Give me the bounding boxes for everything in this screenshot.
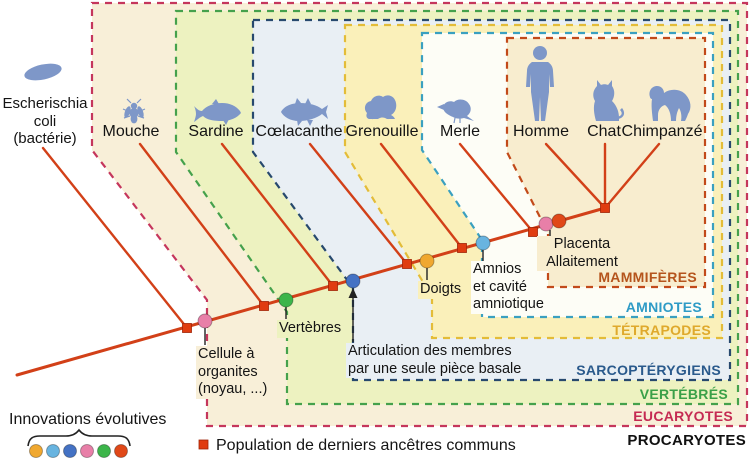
clade-label-vertebres: VERTÉBRÉS (639, 386, 728, 402)
clade-label-eucaryotes: EUCARYOTES (633, 408, 733, 424)
annotation-articulation: Articulation des membres par une seule p… (346, 343, 524, 379)
annotation-placenta-allaitement: Placenta Allaitement (537, 236, 627, 272)
ape-icon (649, 86, 691, 121)
organism-label-chimpanze: Chimpanzé (621, 123, 703, 140)
innovation-dot-cellule (197, 313, 213, 329)
pointer-lines (204, 230, 551, 345)
legend-dot (80, 444, 94, 458)
organism-label-homme: Homme (512, 123, 569, 140)
clade-label-tetrapodes: TÉTRAPODES (612, 322, 711, 338)
ancestor-squares (182, 203, 610, 333)
ancestor-square (528, 227, 538, 237)
organism-label-merle: Merle (439, 123, 480, 140)
tree-lines (15, 142, 661, 377)
legend-dot (97, 444, 111, 458)
legend-dot (114, 444, 128, 458)
organism-label-ecoli: Escherischia coli (bactérie) (2, 95, 88, 148)
organism-label-sardine: Sardine (188, 123, 244, 140)
branch-ecoli (41, 146, 189, 330)
legend-innovations-label: Innovations évolutives (9, 411, 167, 428)
fish-icon (194, 99, 241, 125)
fly-icon (122, 98, 146, 124)
legend-graphics (27, 428, 209, 458)
annotation-amnios: Amnios et cavité amniotique (471, 261, 546, 315)
ancestor-square (600, 203, 610, 213)
ancestor-square (328, 281, 338, 291)
population-legend-square (198, 439, 209, 450)
branch-sardine (220, 142, 335, 288)
branch-mouche (138, 142, 266, 308)
innovation-dot-amnios (475, 235, 491, 251)
cat-icon (593, 80, 625, 121)
main-lineage-line (15, 206, 607, 377)
branch-coelacanthe (308, 142, 409, 266)
innovation-dot-vertebres (278, 292, 294, 308)
annotation-doigts: Doigts (418, 281, 464, 299)
legend-dot (63, 444, 77, 458)
legend-dot (29, 444, 43, 458)
clade-label-mammiferes: MAMMIFÈRES (598, 269, 697, 285)
annotation-vertebres: Vertèbres (277, 320, 344, 338)
ancestor-square (402, 259, 412, 269)
bird-icon (437, 99, 474, 124)
organism-label-chat: Chat (587, 123, 621, 140)
organism-icons (24, 46, 691, 126)
organism-label-grenouille: Grenouille (345, 123, 419, 140)
legend-population-label: Population de derniers ancêtres communs (216, 437, 516, 454)
ancestor-square (457, 243, 467, 253)
clade-label-sarcopterygiens: SARCOPTÉRYGIENS (576, 362, 721, 378)
branch-merle (458, 142, 535, 234)
bacterium-icon (24, 63, 62, 81)
legend-dot (46, 444, 60, 458)
annotation-cellule-organites: Cellule à organites (noyau, ...) (196, 346, 270, 400)
organism-label-coelacanthe: Cœlacanthe (255, 123, 343, 140)
innovation-dots (197, 213, 567, 329)
ancestor-square (182, 323, 192, 333)
branch-homme (544, 142, 607, 210)
legend-brace (27, 428, 131, 447)
clade-label-amniotes: AMNIOTES (625, 299, 702, 315)
organism-label-mouche: Mouche (102, 123, 160, 140)
innovation-dot-doigts (419, 253, 435, 269)
innovation-dot-placenta (538, 216, 554, 232)
ancestor-square (259, 301, 269, 311)
arrow-up-icon (348, 288, 358, 298)
branch-chimpanze (603, 142, 661, 210)
clade-label-procaryotes: PROCARYOTES (627, 432, 746, 449)
innovation-dot-articulation (345, 273, 361, 289)
human-icon (526, 46, 554, 121)
branch-grenouille (379, 142, 464, 250)
frog-icon (364, 95, 397, 120)
innovation-dot-allaitement (551, 213, 567, 229)
coelacanth-icon (281, 98, 328, 126)
